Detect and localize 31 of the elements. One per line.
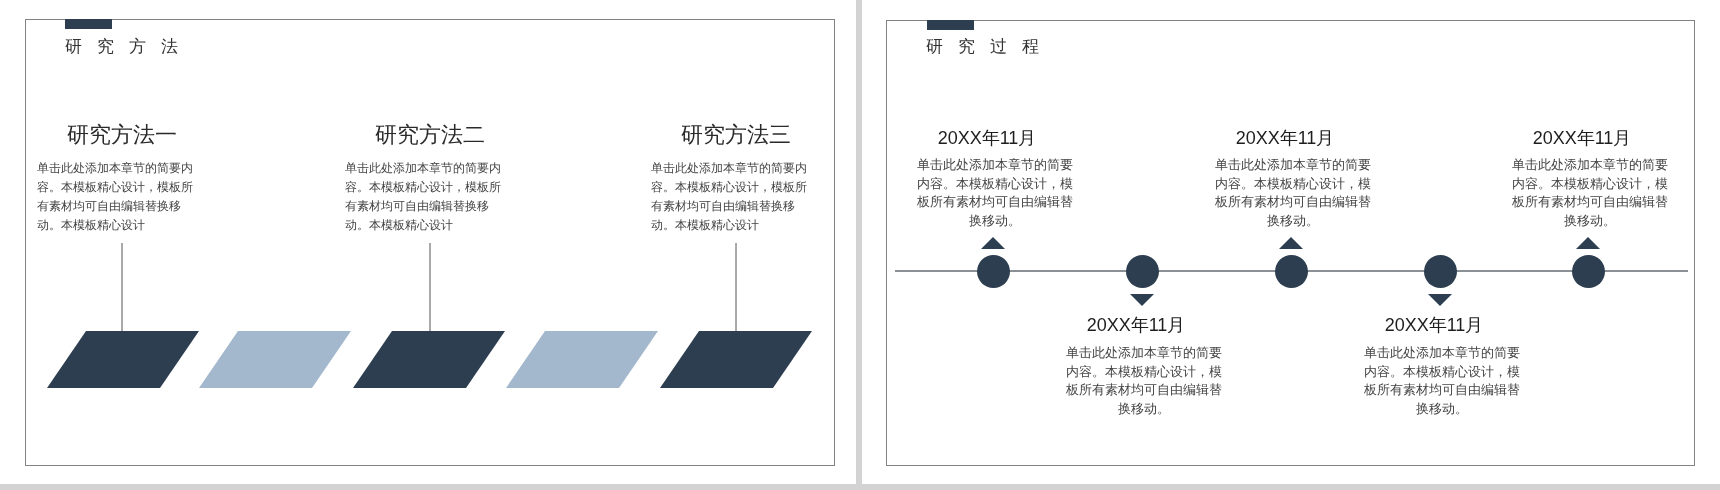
date-label: 20XX年11月 [1384,314,1484,337]
description-text: 单击此处添加本章节的简要内容。本模板精心设计，模板所有素材均可自由编辑替换移动。 [1214,157,1372,230]
timeline-circle [976,254,1010,288]
panel-title: 研究方法 [65,37,193,57]
timeline-circle [1423,254,1457,288]
description-text: 单击此处添加本章节的简要内容。本模板精心设计，模板所有素材均可自由编辑替换移动。 [916,157,1074,230]
parallelogram [199,331,351,388]
method-heading: 研究方法一 [66,122,178,149]
panel-title: 研究过程 [926,37,1054,57]
date-label: 20XX年11月 [1532,127,1632,150]
description-text: 单击此处添加本章节的简要内容。本模板精心设计，模板所有素材均可自由编辑替换移动。 [1511,157,1669,230]
date-label: 20XX年11月 [1086,314,1186,337]
date-label: 20XX年11月 [1235,127,1335,150]
description-text: 单击此处添加本章节的简要内容。本模板精心设计，模板所有素材均可自由编辑替换移动。本模板精心设计 [651,160,808,234]
description-text: 单击此处添加本章节的简要内容。本模板精心设计，模板所有素材均可自由编辑替换移动。本模板精心设计 [37,160,194,234]
leader-line [121,242,123,332]
timeline-circle [1571,254,1605,288]
parallelogram [506,331,658,388]
parallelogram [660,331,812,388]
method-heading: 研究方法二 [374,122,486,149]
description-text: 单击此处添加本章节的简要内容。本模板精心设计，模板所有素材均可自由编辑替换移动。本模板精心设计 [345,160,502,234]
method-heading: 研究方法三 [680,122,792,149]
leader-line [429,242,431,332]
parallelogram [47,331,199,388]
date-label: 20XX年11月 [937,127,1037,150]
parallelogram [353,331,505,388]
description-text: 单击此处添加本章节的简要内容。本模板精心设计，模板所有素材均可自由编辑替换移动。 [1065,345,1223,418]
description-text: 单击此处添加本章节的简要内容。本模板精心设计，模板所有素材均可自由编辑替换移动。 [1363,345,1521,418]
timeline-circle [1125,254,1159,288]
timeline-circle [1274,254,1308,288]
leader-line [735,242,737,332]
